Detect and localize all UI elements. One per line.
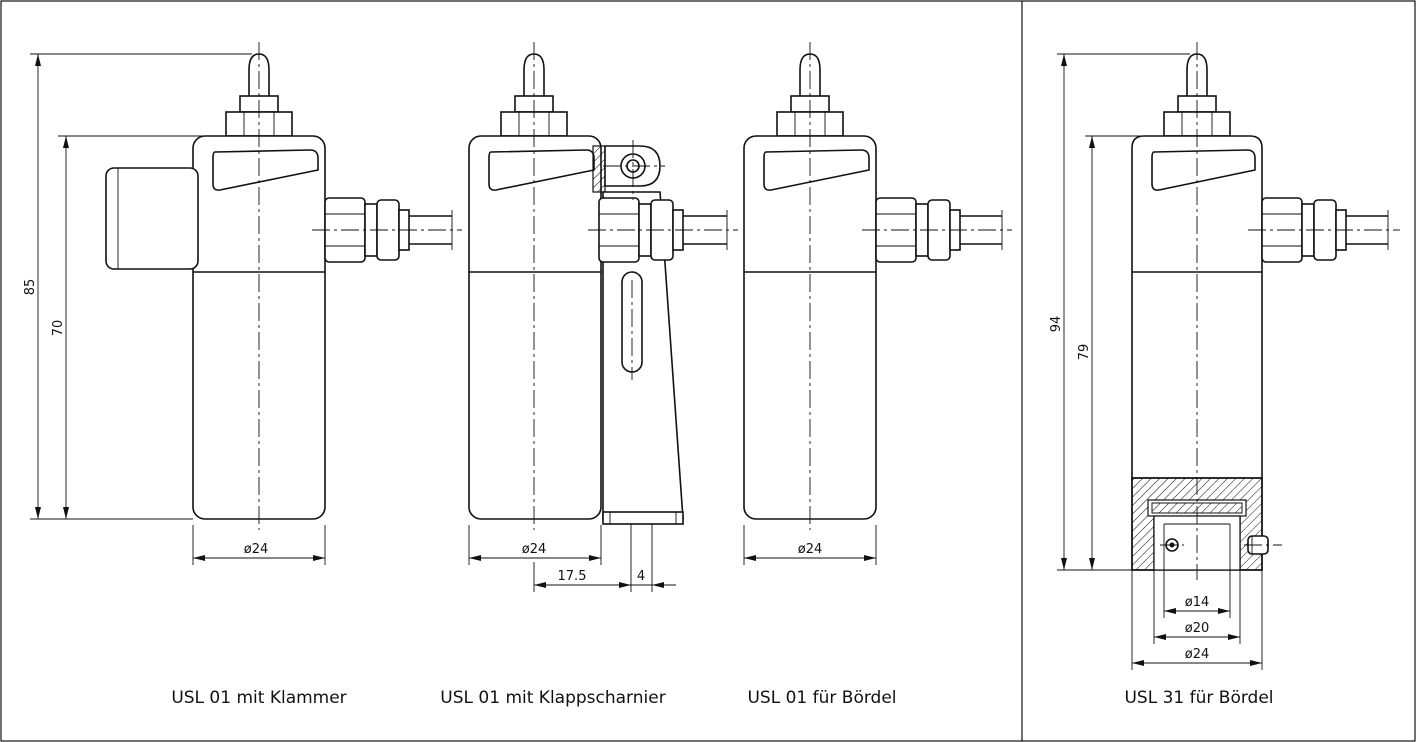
dim-94: 94: [1049, 316, 1064, 333]
caption-boerdel-31: USL 31 für Bördel: [1124, 688, 1274, 708]
dim-70: 70: [51, 320, 66, 337]
view-klammer: 85 70 ø24: [23, 42, 462, 565]
dim-d24-4: ø24: [1185, 647, 1210, 662]
view-boerdel-31: 94 79 ø14 ø20 ø24: [1049, 42, 1400, 670]
view-klappscharnier: ø24 17.5 4: [468, 42, 738, 592]
dim-4: 4: [637, 569, 645, 584]
dim-17-5: 17.5: [558, 569, 587, 584]
dim-d24-1: ø24: [244, 542, 269, 557]
caption-boerdel-01: USL 01 für Bördel: [747, 688, 897, 708]
dim-d24-2: ø24: [522, 542, 547, 557]
dim-d20: ø20: [1185, 621, 1210, 636]
dim-79: 79: [1077, 344, 1092, 361]
view-boerdel-01: ø24: [743, 42, 1012, 565]
caption-klappscharnier: USL 01 mit Klappscharnier: [440, 688, 666, 708]
dim-d14: ø14: [1185, 595, 1210, 610]
dim-85: 85: [23, 279, 38, 296]
caption-klammer: USL 01 mit Klammer: [171, 688, 347, 708]
dim-d24-3: ø24: [798, 542, 823, 557]
